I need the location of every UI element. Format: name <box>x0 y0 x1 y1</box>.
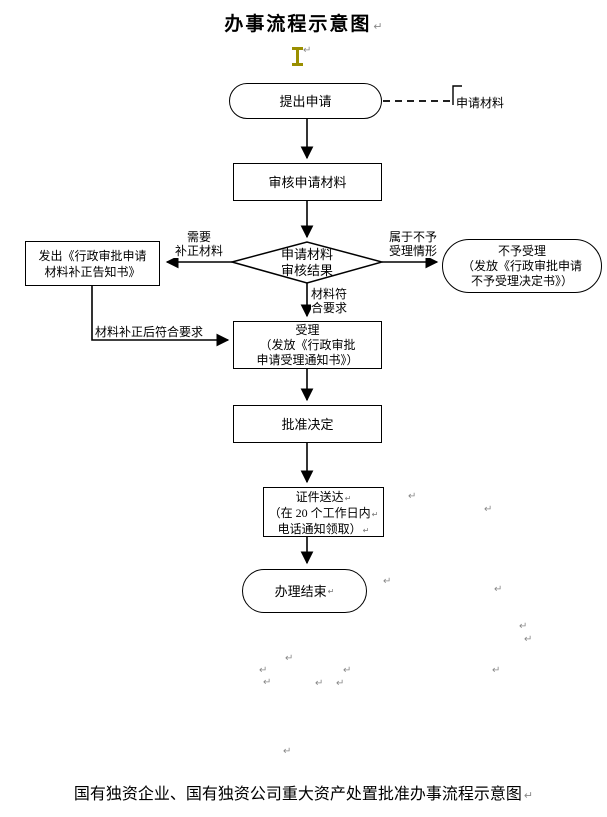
line-break-mark: ↵ <box>327 586 335 596</box>
flow-node-accept: 受理 （发放《行政审批 申请受理通知书》） <box>233 321 382 369</box>
edge-label-not-acceptable: 属于不予 受理情形 <box>383 230 443 258</box>
flow-node-end: 办理结束↵ <box>242 569 367 613</box>
edge-label-supplemented-ok: 材料补正后符合要求 <box>95 325 204 339</box>
text-cursor <box>292 47 303 66</box>
paragraph-mark: ↵ <box>383 576 392 587</box>
paragraph-mark: ↵ <box>259 665 268 676</box>
edge-label-need-supplement: 需要 补正材料 <box>166 230 232 258</box>
flow-node-deliver-line3: 电话通知领取）↵ <box>277 522 370 536</box>
paragraph-mark: ↵ <box>519 621 528 632</box>
flow-node-supplement-notice: 发出《行政审批申请 材料补正告知书》 <box>25 241 160 286</box>
document-caption-text: 国有独资企业、国有独资公司重大资产处置批准办事流程示意图 <box>73 786 522 803</box>
flow-node-supplement-notice-label: 发出《行政审批申请 材料补正告知书》 <box>38 248 147 279</box>
document-caption: 国有独资企业、国有独资公司重大资产处置批准办事流程示意图↵ <box>0 780 607 804</box>
paragraph-mark: ↵ <box>494 584 503 595</box>
flow-node-deliver-line2: （在 20 个工作日内↵ <box>268 506 379 520</box>
flow-node-reject-label: 不予受理 （发放《行政审批申请 不予受理决定书》） <box>461 243 582 288</box>
edge-label-meets-requirements: 材料符 合要求 <box>311 287 357 315</box>
page-title-text: 办事流程示意图 <box>224 14 372 35</box>
paragraph-mark: ↵ <box>373 21 383 33</box>
paragraph-mark: ↵ <box>492 665 501 676</box>
decision-diamond-shape <box>229 241 385 284</box>
flow-node-end-label: 办理结束 <box>274 583 327 599</box>
paragraph-mark: ↵ <box>263 677 272 688</box>
flow-node-start-label: 提出申请 <box>279 93 332 109</box>
flow-node-approve-label: 批准决定 <box>281 416 334 432</box>
line-break-mark: ↵ <box>344 494 352 503</box>
flow-node-deliver-line1: 证件送达↵ <box>295 490 352 504</box>
paragraph-mark: ↵ <box>408 491 417 502</box>
flow-node-review-label: 审核申请材料 <box>268 174 347 190</box>
flow-node-deliver: 证件送达↵ （在 20 个工作日内↵ 电话通知领取）↵ <box>263 487 384 537</box>
paragraph-mark: ↵ <box>303 45 312 56</box>
materials-callout-label: 申请材料 <box>456 96 505 110</box>
flow-node-accept-label: 受理 （发放《行政审批 申请受理通知书》） <box>256 322 359 367</box>
paragraph-mark: ↵ <box>484 504 493 515</box>
paragraph-mark: ↵ <box>524 634 533 645</box>
paragraph-mark: ↵ <box>285 653 294 664</box>
decision-diamond-label: 申请材料 审核结果 <box>280 247 333 278</box>
text-cursor-stem <box>296 47 299 66</box>
flow-node-start: 提出申请 <box>229 83 382 119</box>
edge-supplement-accept <box>91 286 230 347</box>
page-title: 办事流程示意图↵ <box>0 9 607 36</box>
text-cursor-bottom-serif <box>292 63 303 66</box>
line-break-mark: ↵ <box>362 526 370 535</box>
flow-node-review: 审核申请材料 <box>233 163 382 201</box>
paragraph-mark: ↵ <box>336 678 345 689</box>
line-break-mark: ↵ <box>371 510 379 519</box>
paragraph-mark: ↵ <box>523 790 534 802</box>
paragraph-mark: ↵ <box>343 665 352 676</box>
flow-node-reject: 不予受理 （发放《行政审批申请 不予受理决定书》） <box>442 239 602 293</box>
paragraph-mark: ↵ <box>283 746 292 757</box>
flow-node-approve: 批准决定 <box>233 405 382 443</box>
materials-callout-bracket <box>452 85 462 105</box>
paragraph-mark: ↵ <box>315 678 324 689</box>
